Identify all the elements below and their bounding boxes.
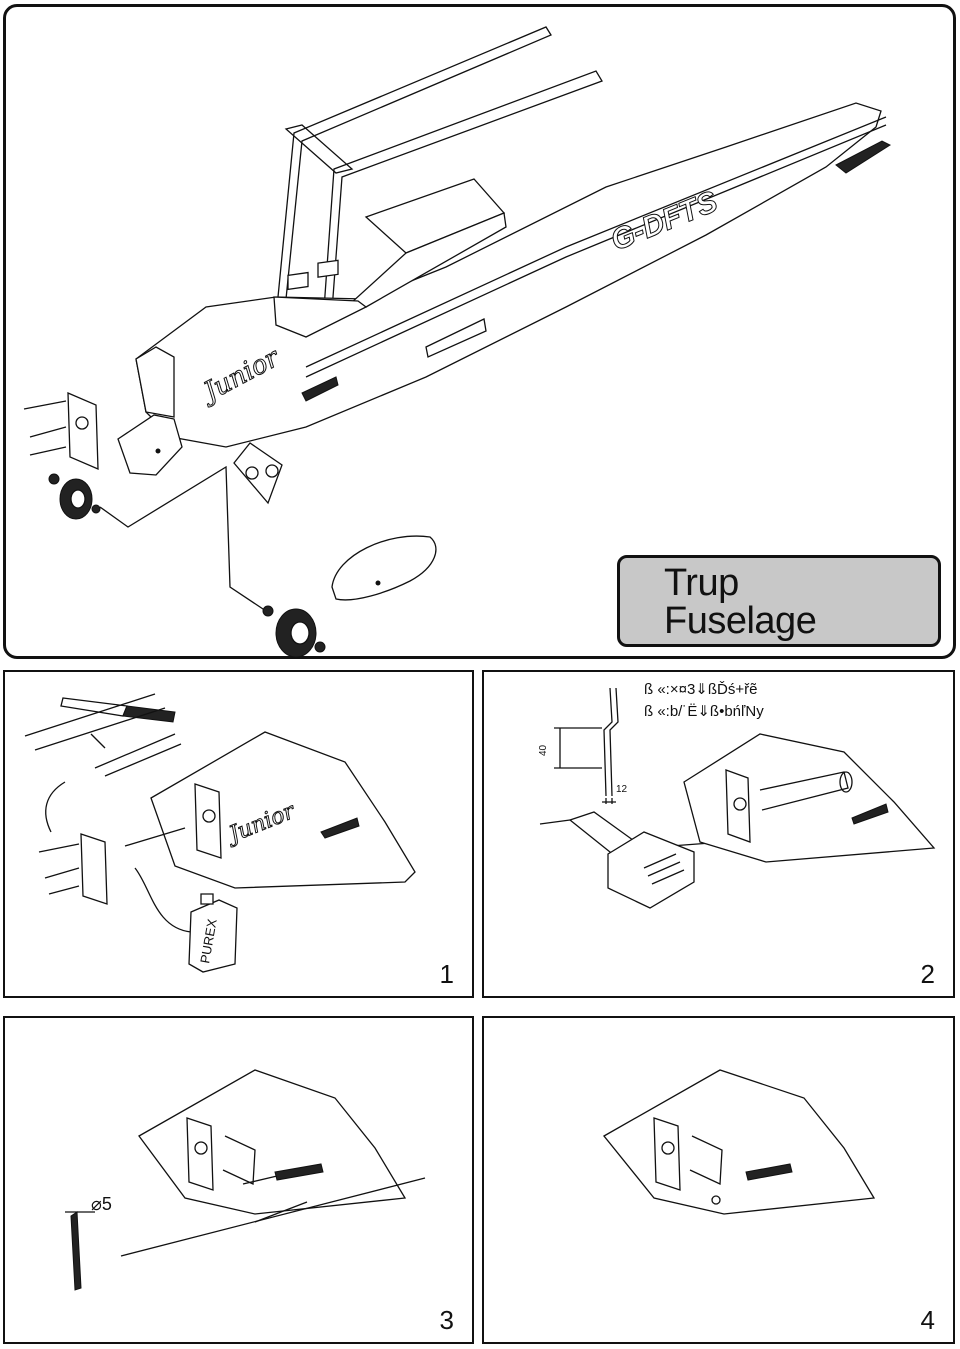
dimension-height-label: 40	[538, 744, 549, 756]
step-3-drawing: ⌀5	[5, 1018, 476, 1346]
title-box: Trup Fuselage	[617, 555, 941, 647]
title-english: Fuselage	[664, 600, 817, 642]
fuselage-exploded-drawing: G-DFTS Junior	[6, 7, 959, 662]
step-number: 4	[920, 1305, 935, 1335]
step-panel-1: Junior PUREX 1	[3, 670, 474, 998]
fuselage-overview-panel: G-DFTS Junior Trup Fuselage	[3, 4, 956, 659]
step-panel-3: ⌀5 3	[3, 1016, 474, 1344]
instruction-note-line-2: ß «:b/˙Ë⇓ß•bńľNy	[644, 703, 764, 720]
step-4-drawing	[484, 1018, 957, 1346]
step-panel-2: ß «:×¤3⇓ßĎś+řẽ ß «:b/˙Ë⇓ß•bńľNy 40 12 2	[482, 670, 955, 998]
instruction-note-line-1: ß «:×¤3⇓ßĎś+řẽ	[644, 681, 758, 698]
step-number: 1	[439, 959, 454, 989]
step-2-drawing: 40 12	[538, 672, 957, 1000]
step-1-drawing: Junior PUREX	[5, 672, 476, 1000]
step-number: 2	[920, 959, 935, 989]
step-number: 3	[439, 1305, 454, 1335]
dimension-width-label: 12	[616, 784, 628, 795]
drill-diameter-label: ⌀5	[91, 1194, 112, 1214]
step-panel-4: 4	[482, 1016, 955, 1344]
title-czech: Trup	[664, 562, 739, 604]
